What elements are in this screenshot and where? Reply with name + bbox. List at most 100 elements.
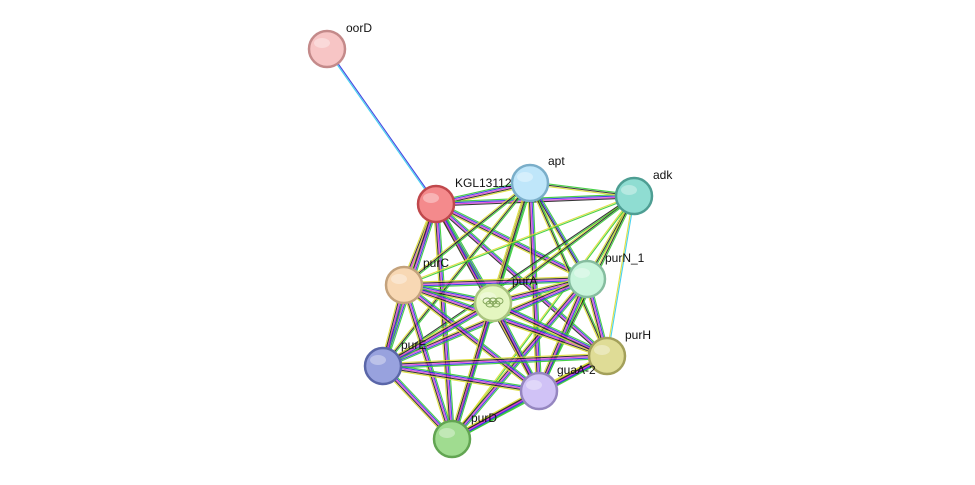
edge-evidence-magenta	[451, 302, 494, 440]
node-circle[interactable]	[567, 259, 607, 299]
edge-evidence-black	[382, 366, 539, 393]
node-oorD[interactable]	[307, 29, 347, 69]
node-label-KGL13112: KGL13112	[455, 176, 512, 190]
edges-layer	[326, 48, 636, 442]
node-label-purD: purD	[471, 411, 497, 425]
node-purE[interactable]	[363, 346, 403, 386]
edge-purE-guaA-2	[382, 362, 540, 395]
node-apt[interactable]	[510, 163, 550, 203]
node-circle[interactable]	[416, 184, 456, 224]
edge-evidence-blue	[383, 356, 608, 368]
edge-evidence-green	[494, 183, 534, 304]
node-purH[interactable]	[587, 336, 627, 376]
edge-evidence-blue	[327, 48, 437, 204]
node-circle[interactable]	[384, 265, 424, 305]
node-circle[interactable]	[363, 346, 403, 386]
edge-adk-purC	[403, 194, 635, 287]
node-label-guaA-2: guaA-2	[557, 363, 596, 377]
edge-apt-purE	[381, 181, 532, 368]
edge-evidence-magenta	[403, 284, 540, 392]
node-purA[interactable]	[473, 283, 513, 323]
edge-evidence-yellow	[402, 286, 538, 394]
edge-evidence-black	[450, 302, 493, 439]
edge-evidence-green	[404, 183, 532, 287]
edge-apt-purC	[402, 181, 532, 287]
edge-evidence-green	[384, 304, 495, 369]
edge-evidence-blue	[383, 303, 494, 368]
edge-evidence-yellow	[382, 368, 539, 395]
node-purC[interactable]	[384, 265, 424, 305]
edge-evidence-yellow	[381, 181, 530, 366]
edge-evidence-yellow	[451, 195, 634, 439]
node-circle[interactable]	[432, 419, 472, 459]
node-guaA-2[interactable]	[519, 371, 559, 411]
node-circle[interactable]	[519, 371, 559, 411]
edge-evidence-green	[383, 358, 608, 370]
edge-evidence-black	[529, 182, 608, 357]
node-label-purE: purE	[401, 338, 426, 352]
edge-evidence-magenta	[435, 203, 453, 440]
edge-evidence-black	[434, 204, 452, 440]
edge-evidence-green	[530, 182, 609, 356]
node-label-purC: purC	[423, 256, 449, 270]
edge-evidence-magenta	[382, 278, 588, 367]
edge-evidence-black	[492, 195, 635, 304]
edge-evidence-green	[405, 282, 541, 390]
edge-adk-purH	[605, 195, 636, 357]
node-highlight	[439, 428, 455, 438]
node-circle[interactable]	[307, 29, 347, 69]
node-purN_1[interactable]	[567, 259, 607, 299]
edge-evidence-blue	[404, 283, 541, 391]
edge-evidence-yellow	[381, 300, 492, 365]
edge-evidence-green	[383, 362, 540, 389]
edge-evidence-yellow	[403, 275, 587, 283]
node-highlight	[574, 268, 590, 278]
edge-purN_1-purC	[403, 275, 588, 289]
edge-evidence-black	[382, 182, 531, 367]
edge-evidence-black	[403, 277, 587, 285]
node-highlight	[314, 38, 330, 48]
edge-evidence-black	[382, 301, 493, 366]
node-label-apt: apt	[548, 154, 565, 168]
edge-evidence-cyan	[326, 49, 436, 205]
node-highlight	[423, 193, 439, 203]
node-purD[interactable]	[432, 419, 472, 459]
node-highlight	[594, 345, 610, 355]
node-highlight	[621, 185, 637, 195]
node-circle[interactable]	[510, 163, 550, 203]
edge-evidence-yellow	[605, 195, 634, 356]
edge-evidence-black	[436, 197, 635, 207]
edge-evidence-yellow	[491, 304, 607, 359]
node-highlight	[517, 172, 533, 182]
edge-evidence-blue	[493, 301, 608, 356]
edge-purA-purE	[381, 300, 495, 369]
edge-evidence-black	[492, 303, 607, 358]
labels-layer: oorDKGL13112aptadkpurN_1purCpurApurHpurE…	[346, 21, 673, 425]
edge-purC-guaA-2	[402, 282, 541, 394]
node-KGL13112[interactable]	[416, 184, 456, 224]
edge-evidence-magenta	[492, 302, 608, 357]
node-label-purH: purH	[625, 328, 651, 342]
edge-evidence-blue	[404, 279, 588, 287]
edge-evidence-green	[383, 183, 532, 368]
edge-evidence-green	[453, 303, 497, 440]
edge-evidence-yellow	[402, 181, 530, 285]
edge-evidence-green	[540, 279, 590, 393]
node-adk[interactable]	[614, 176, 654, 216]
edge-evidence-green	[493, 300, 609, 355]
node-circle[interactable]	[473, 283, 513, 323]
node-circle[interactable]	[587, 336, 627, 376]
node-highlight	[480, 292, 496, 302]
edge-evidence-black	[402, 285, 539, 393]
protein-structure-icon	[482, 297, 504, 308]
edge-evidence-yellow	[382, 352, 607, 364]
node-circle[interactable]	[614, 176, 654, 216]
edge-evidence-cyan	[607, 196, 636, 357]
edge-evidence-blue	[383, 364, 540, 391]
node-highlight	[391, 274, 407, 284]
node-label-purN_1: purN_1	[605, 251, 645, 265]
node-highlight	[526, 380, 542, 390]
edge-evidence-blue	[452, 303, 495, 440]
edge-evidence-black	[403, 285, 607, 358]
